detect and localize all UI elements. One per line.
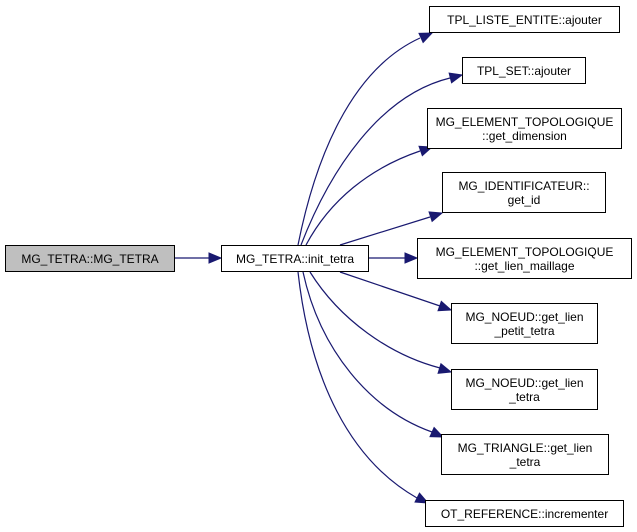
edge-init-c3 [339, 216, 431, 246]
arrowhead-icon [437, 300, 453, 312]
node-triangle-get-lien-tetra[interactable]: MG_TRIANGLE::get_lien _tetra [441, 434, 609, 475]
node-get-id[interactable]: MG_IDENTIFICATEUR:: get_id [442, 172, 606, 213]
node-label: MG_TETRA::init_tetra [235, 251, 355, 266]
edge-init-c5 [339, 271, 441, 307]
arrowhead-icon [448, 72, 464, 84]
edge-init-c6 [309, 271, 441, 369]
node-label: TPL_SET::ajouter [476, 63, 572, 78]
node-mg-tetra-constructor: MG_TETRA::MG_TETRA [5, 245, 175, 272]
arrowhead-icon [418, 32, 434, 44]
node-label-line1: MG_NOEUD::get_lien [465, 375, 584, 390]
node-label-line2: ::get_lien_maillage [474, 258, 575, 273]
node-label-line1: MG_ELEMENT_TOPOLOGIQUE [435, 114, 614, 129]
node-label-line2: _tetra [509, 389, 540, 404]
arrowhead-icon [429, 426, 445, 438]
edge-init-c1 [300, 77, 451, 246]
node-label-line1: MG_ELEMENT_TOPOLOGIQUE [435, 244, 614, 259]
arrowhead-icon [414, 492, 430, 504]
node-noeud-get-lien-tetra[interactable]: MG_NOEUD::get_lien _tetra [451, 369, 598, 410]
node-label-line1: MG_TRIANGLE::get_lien [457, 440, 593, 455]
edge-init-c8 [297, 271, 418, 499]
arrowhead-icon [404, 252, 419, 264]
arrowhead-icon [437, 362, 453, 374]
arrowhead-icon [208, 252, 223, 264]
node-tpl-liste-entite-ajouter[interactable]: TPL_LISTE_ENTITE::ajouter [429, 6, 620, 33]
node-init-tetra[interactable]: MG_TETRA::init_tetra [221, 245, 369, 272]
edge-init-c7 [302, 271, 433, 433]
node-tpl-set-ajouter[interactable]: TPL_SET::ajouter [462, 57, 586, 84]
node-get-dimension[interactable]: MG_ELEMENT_TOPOLOGIQUE ::get_dimension [427, 108, 622, 149]
node-label: TPL_LISTE_ENTITE::ajouter [447, 12, 602, 27]
node-label-line2: _petit_tetra [494, 323, 555, 338]
edge-init-c2 [305, 150, 421, 246]
node-label-line1: MG_IDENTIFICATEUR:: [458, 178, 590, 193]
node-noeud-get-lien-petit-tetra[interactable]: MG_NOEUD::get_lien _petit_tetra [451, 303, 598, 344]
node-label-line2: _tetra [509, 454, 541, 469]
node-label-line2: ::get_dimension [482, 128, 567, 143]
node-label-line2: get_id [507, 192, 541, 207]
node-label-line1: MG_NOEUD::get_lien [465, 309, 584, 324]
node-label: OT_REFERENCE::incrementer [440, 506, 609, 521]
arrowhead-icon [428, 211, 444, 223]
node-get-lien-maillage[interactable]: MG_ELEMENT_TOPOLOGIQUE ::get_lien_mailla… [417, 238, 632, 279]
node-ot-reference-incrementer[interactable]: OT_REFERENCE::incrementer [425, 500, 624, 527]
edge-init-c0 [297, 37, 421, 246]
node-label: MG_TETRA::MG_TETRA [21, 251, 159, 266]
